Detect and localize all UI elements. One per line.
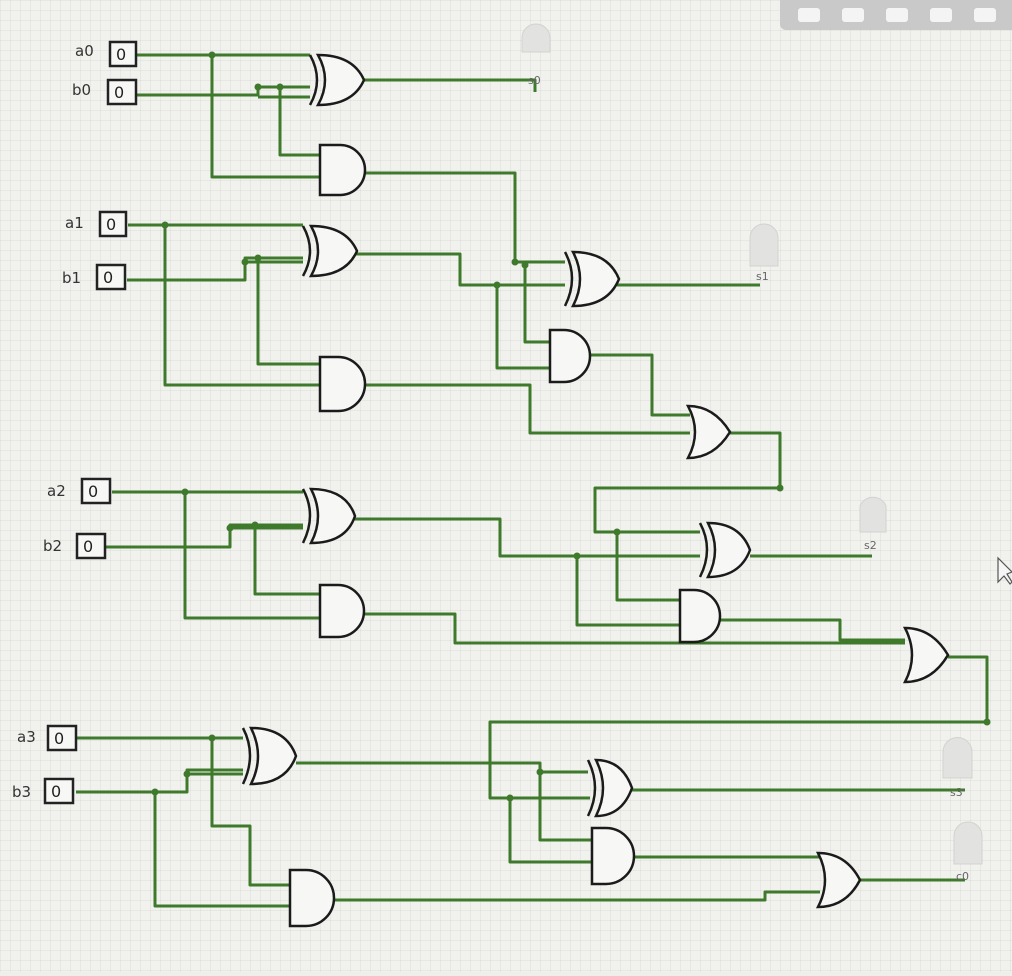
output-probe-s1[interactable]: s1 [749, 223, 779, 283]
save-icon[interactable] [886, 8, 908, 22]
and-gate-carry3[interactable] [590, 826, 636, 886]
input-pin-b0[interactable]: b0 0 [72, 78, 138, 106]
wire-c1-and [615, 532, 680, 602]
wire-a1-and [163, 225, 320, 387]
or-gate-cout[interactable] [815, 851, 862, 909]
input-value-b2: 0 [83, 537, 93, 556]
wire-g1 [360, 383, 690, 435]
input-value-a1: 0 [106, 215, 116, 234]
input-pin-a1[interactable]: a1 0 [65, 210, 128, 238]
output-label-s3: s3 [950, 786, 963, 799]
output-probe-s3[interactable]: s3 [942, 737, 973, 800]
output-probe-c0[interactable]: c0 [953, 821, 983, 883]
wire-c2-and [508, 798, 592, 864]
xor-gate-2[interactable] [301, 487, 357, 545]
wire-a2-and [183, 492, 320, 620]
wire-b3 [76, 768, 243, 794]
wire-b2-and [253, 525, 320, 596]
wire-junctions [151, 51, 991, 802]
menu-icon[interactable] [974, 8, 996, 22]
input-label-b0: b0 [72, 81, 91, 99]
output-label-s0: s0 [528, 74, 541, 87]
wire-g3 [330, 890, 820, 902]
input-pin-b1[interactable]: b1 0 [62, 263, 127, 291]
input-label-a2: a2 [47, 482, 66, 500]
input-pin-b2[interactable]: b2 0 [43, 532, 107, 560]
xor-gate-3[interactable] [241, 726, 298, 786]
wire-b1 [127, 256, 303, 282]
input-pin-a3[interactable]: a3 0 [17, 724, 78, 752]
xor-gate-sum2[interactable] [698, 521, 752, 579]
wire-p1 [355, 252, 565, 287]
and-gate-1[interactable] [318, 355, 367, 413]
wire-t1 [590, 353, 690, 417]
output-label-s1: s1 [756, 270, 769, 283]
output-probe-s0[interactable]: s0 [521, 23, 551, 87]
wire-t2 [720, 618, 905, 642]
wire-a3-and [210, 738, 290, 887]
input-value-a3: 0 [54, 729, 64, 748]
input-label-a0: a0 [75, 42, 94, 60]
trash-icon[interactable] [930, 8, 952, 22]
input-pin-a2[interactable]: a2 0 [47, 477, 112, 505]
or-gate-carry1[interactable] [685, 404, 732, 460]
output-label-c0: c0 [956, 870, 969, 883]
wire-s0 [362, 78, 537, 92]
zoom-icon[interactable] [798, 8, 820, 22]
and-gate-2[interactable] [318, 583, 366, 639]
input-value-a2: 0 [88, 482, 98, 501]
wire-b3-and [153, 792, 290, 908]
wire-p2 [353, 517, 700, 558]
xor-gate-sum3[interactable] [586, 758, 634, 818]
input-value-b0: 0 [114, 83, 124, 102]
input-pins: a0 0 b0 0 a1 0 b1 0 a2 0 b2 0 [12, 40, 138, 805]
wire-carry0 [360, 171, 565, 264]
gates [241, 53, 950, 928]
wire-b0-and [278, 87, 320, 157]
wire-p1-and [495, 285, 550, 370]
input-label-b2: b2 [43, 537, 62, 555]
input-value-b3: 0 [51, 782, 61, 801]
input-label-a1: a1 [65, 214, 84, 232]
wire-b1-and [256, 258, 320, 366]
input-value-a0: 0 [116, 45, 126, 64]
or-gate-carry2[interactable] [902, 626, 950, 684]
wire-g2 [360, 612, 905, 645]
input-label-b3: b3 [12, 783, 31, 801]
input-pin-b3[interactable]: b3 0 [12, 777, 75, 805]
input-label-b1: b1 [62, 269, 81, 287]
and-gate-3[interactable] [288, 868, 336, 928]
wire-b0 [137, 85, 310, 97]
and-gate-0[interactable] [318, 143, 367, 197]
output-probes: s0 s1 s2 s3 c0 [521, 23, 983, 883]
wire-p3-and [538, 772, 592, 842]
wires [76, 53, 989, 908]
toolbar [780, 0, 1012, 30]
wire-b2 [106, 523, 303, 549]
wire-p3 [296, 761, 588, 774]
input-pin-a0[interactable]: a0 0 [75, 40, 138, 68]
cloud-icon[interactable] [842, 8, 864, 22]
wire-c0-and [523, 265, 550, 344]
wire-a0-and [210, 55, 320, 179]
wire-p2-and [575, 556, 680, 627]
xor-gate-1[interactable] [301, 224, 359, 278]
and-gate-carry2[interactable] [678, 588, 722, 644]
wire-carry1 [593, 431, 782, 534]
output-probe-s2[interactable]: s2 [859, 496, 887, 552]
xor-gate-sum1[interactable] [563, 250, 621, 308]
output-label-s2: s2 [864, 539, 877, 552]
input-label-a3: a3 [17, 728, 36, 746]
and-gate-carry1[interactable] [548, 328, 592, 384]
xor-gate-0[interactable] [308, 53, 366, 107]
input-value-b1: 0 [103, 268, 113, 287]
mouse-cursor-icon [997, 556, 1012, 585]
